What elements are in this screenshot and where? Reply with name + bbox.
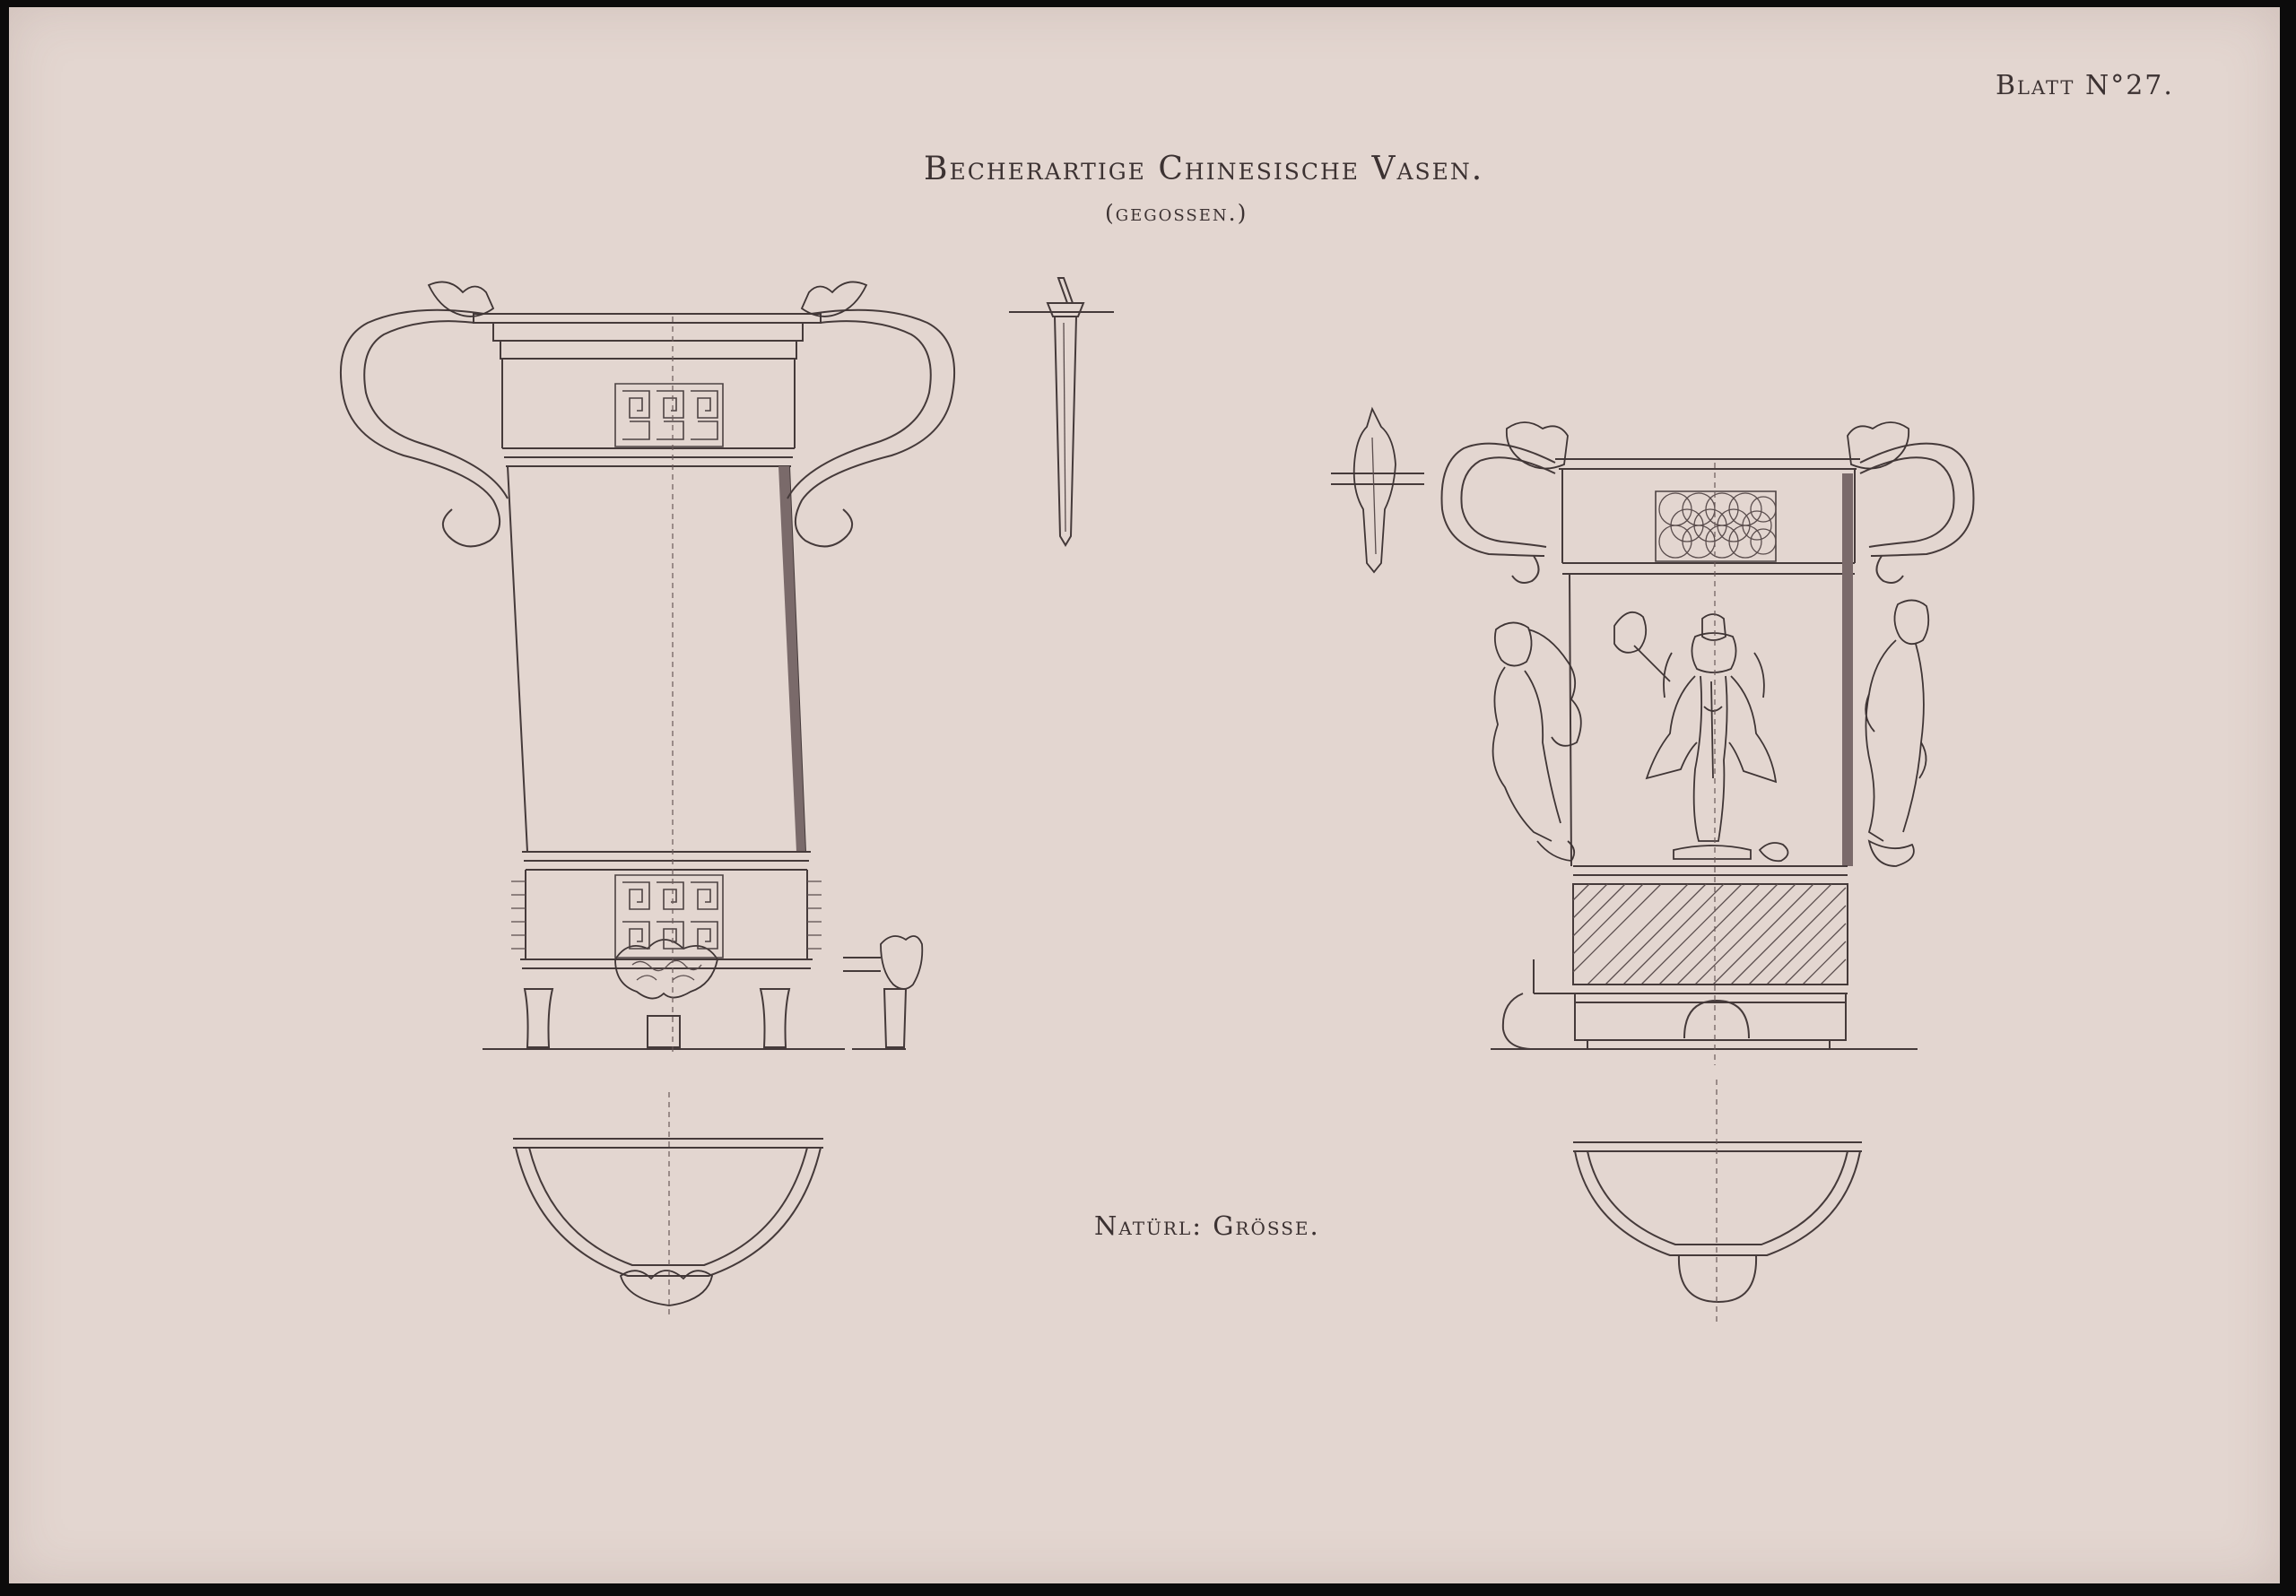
sheet-number: Blatt N°27. (1996, 70, 2174, 101)
plate-subtitle: (gegossen.) (1105, 200, 1248, 226)
left-foot-profile (843, 935, 924, 1048)
right-handle-profile (1331, 406, 1424, 574)
left-vase-elevation (339, 281, 956, 1056)
central-figure (1613, 611, 1789, 863)
technical-drawing (339, 277, 1975, 1325)
right-vase-plan (1573, 1080, 1862, 1325)
right-vase-elevation (1440, 421, 1975, 1065)
left-side-figure (1492, 621, 1582, 862)
left-vase-plan (513, 1092, 823, 1318)
right-side-figure (1865, 599, 1930, 867)
left-handle-profile (1009, 277, 1114, 547)
plate-title: Becherartige Chinesische Vasen. (924, 151, 1484, 187)
drawing-sheet: Blatt N°27. Becherartige Chinesische Vas… (9, 7, 2280, 1583)
scale-note: Natürl: Grösse. (1094, 1210, 1320, 1241)
